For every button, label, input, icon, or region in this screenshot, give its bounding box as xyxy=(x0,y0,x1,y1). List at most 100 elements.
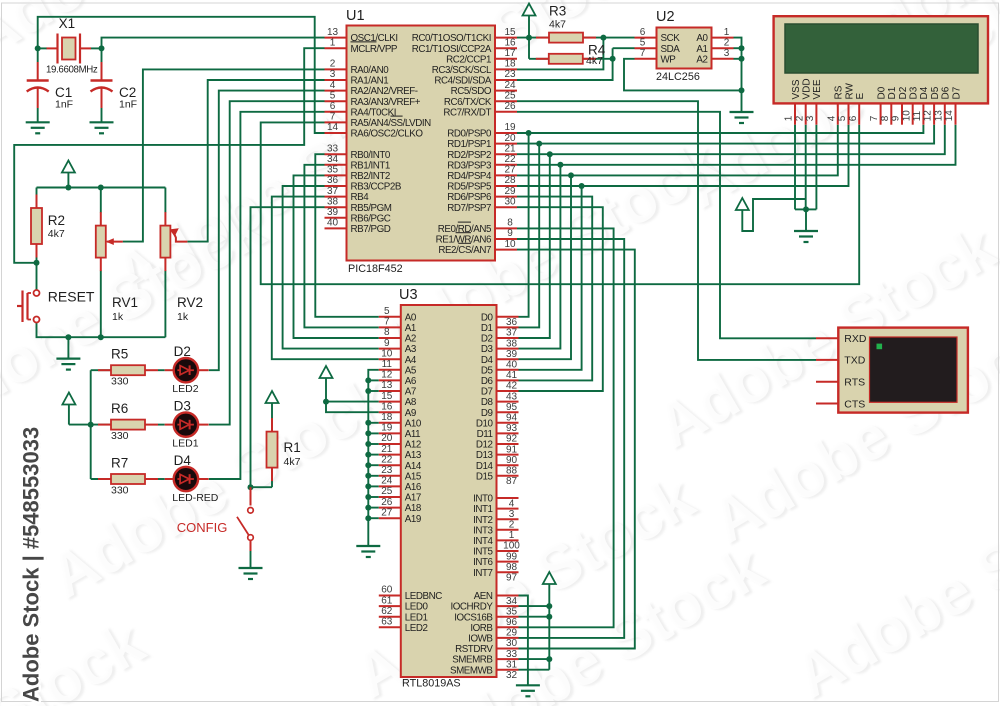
svg-text:A0: A0 xyxy=(696,33,708,44)
svg-text:10: 10 xyxy=(901,110,912,122)
svg-text:INT0: INT0 xyxy=(473,494,493,505)
svg-text:CONFIG: CONFIG xyxy=(177,520,228,535)
svg-text:WP: WP xyxy=(661,54,677,65)
svg-text:A6: A6 xyxy=(405,376,417,387)
svg-text:A12: A12 xyxy=(405,440,421,451)
svg-text:RA4/T0CKI: RA4/T0CKI xyxy=(351,107,397,118)
svg-text:A1: A1 xyxy=(405,323,416,334)
svg-text:6: 6 xyxy=(640,27,646,38)
svg-text:CTS: CTS xyxy=(844,398,865,410)
svg-text:A4: A4 xyxy=(405,355,417,366)
svg-text:RS: RS xyxy=(834,85,845,99)
svg-text:RE2/CS/AN7: RE2/CS/AN7 xyxy=(438,245,491,256)
svg-text:19.6608MHz: 19.6608MHz xyxy=(46,65,98,76)
svg-text:5: 5 xyxy=(384,306,390,317)
svg-text:91: 91 xyxy=(506,444,518,455)
svg-text:5: 5 xyxy=(837,115,848,121)
svg-text:24: 24 xyxy=(381,476,393,487)
svg-text:1nF: 1nF xyxy=(119,99,137,111)
svg-text:90: 90 xyxy=(506,455,518,466)
svg-text:TXD: TXD xyxy=(844,355,865,367)
svg-text:RC3/SCK/SCL: RC3/SCK/SCL xyxy=(432,65,492,76)
svg-text:11: 11 xyxy=(912,110,923,121)
svg-text:IOCS16B: IOCS16B xyxy=(454,612,493,623)
svg-text:3: 3 xyxy=(509,509,515,520)
svg-text:A2: A2 xyxy=(405,334,416,345)
svg-text:LED0: LED0 xyxy=(405,602,429,613)
svg-text:A0: A0 xyxy=(405,312,417,323)
svg-text:INT5: INT5 xyxy=(473,547,493,558)
svg-text:RV2: RV2 xyxy=(177,295,203,310)
svg-text:37: 37 xyxy=(506,328,518,339)
svg-text:LEDBNC: LEDBNC xyxy=(405,591,442,602)
svg-text:RC2/CCP1: RC2/CCP1 xyxy=(446,54,491,65)
svg-text:33: 33 xyxy=(327,143,339,154)
svg-text:36: 36 xyxy=(327,175,339,186)
svg-text:E: E xyxy=(855,93,866,100)
svg-text:330: 330 xyxy=(111,376,129,388)
svg-text:35: 35 xyxy=(327,165,339,176)
svg-text:1k: 1k xyxy=(177,311,189,323)
svg-text:RSTDRV: RSTDRV xyxy=(455,644,493,655)
svg-text:RB0/INT0: RB0/INT0 xyxy=(351,150,391,161)
svg-text:A19: A19 xyxy=(405,514,421,525)
svg-text:29: 29 xyxy=(504,186,516,197)
svg-text:X1: X1 xyxy=(59,16,76,31)
svg-text:15: 15 xyxy=(381,391,393,402)
svg-text:24LC256: 24LC256 xyxy=(656,71,700,83)
svg-text:R6: R6 xyxy=(111,401,128,416)
svg-text:15: 15 xyxy=(504,27,516,38)
svg-text:RD4/PSP4: RD4/PSP4 xyxy=(447,171,492,182)
svg-text:13: 13 xyxy=(933,110,944,122)
svg-text:D2: D2 xyxy=(481,334,493,345)
svg-text:RESET: RESET xyxy=(48,289,95,305)
svg-text:12: 12 xyxy=(381,370,393,381)
svg-text:D6: D6 xyxy=(481,376,494,387)
svg-text:MCLR/VPP: MCLR/VPP xyxy=(351,44,398,55)
svg-text:RC5/SDO: RC5/SDO xyxy=(451,86,492,97)
svg-text:8: 8 xyxy=(507,218,513,229)
svg-text:1: 1 xyxy=(724,27,730,38)
svg-text:D4: D4 xyxy=(174,453,192,468)
svg-text:RB6/PGC: RB6/PGC xyxy=(351,213,391,224)
svg-text:2: 2 xyxy=(509,520,515,531)
svg-text:23: 23 xyxy=(381,465,393,476)
svg-text:27: 27 xyxy=(504,165,516,176)
svg-text:VEE: VEE xyxy=(812,79,823,99)
svg-text:SMEMWB: SMEMWB xyxy=(450,665,493,676)
svg-text:7: 7 xyxy=(869,115,880,121)
svg-text:11: 11 xyxy=(382,359,393,370)
svg-text:RA6/OSC2/CLKO: RA6/OSC2/CLKO xyxy=(351,129,424,140)
svg-text:34: 34 xyxy=(327,154,339,165)
svg-text:2: 2 xyxy=(794,115,805,121)
svg-text:RC7/RX/DT: RC7/RX/DT xyxy=(443,107,491,118)
svg-text:RE1/WR/AN6: RE1/WR/AN6 xyxy=(436,235,492,246)
svg-text:VDD: VDD xyxy=(802,78,813,99)
svg-text:RA1/AN1: RA1/AN1 xyxy=(351,76,389,87)
svg-text:22: 22 xyxy=(381,454,393,465)
svg-text:A10: A10 xyxy=(405,418,422,429)
svg-text:INT7: INT7 xyxy=(473,568,492,579)
svg-text:4k7: 4k7 xyxy=(549,19,566,31)
svg-text:U2: U2 xyxy=(656,9,675,25)
svg-text:100: 100 xyxy=(503,541,520,552)
svg-text:2: 2 xyxy=(724,37,730,48)
svg-text:7: 7 xyxy=(384,317,390,328)
svg-text:20: 20 xyxy=(504,133,516,144)
svg-text:61: 61 xyxy=(381,595,393,606)
svg-text:35: 35 xyxy=(506,606,518,617)
svg-text:LED1: LED1 xyxy=(172,437,198,449)
svg-text:D7: D7 xyxy=(951,86,962,99)
svg-text:7: 7 xyxy=(640,48,646,59)
svg-text:RB3/CCP2B: RB3/CCP2B xyxy=(351,182,402,193)
svg-text:INT4: INT4 xyxy=(473,536,493,547)
svg-text:30: 30 xyxy=(506,638,518,649)
svg-text:9: 9 xyxy=(507,228,513,239)
svg-text:RD7/PSP7: RD7/PSP7 xyxy=(447,203,491,214)
svg-text:A2: A2 xyxy=(696,54,707,65)
svg-text:96: 96 xyxy=(506,617,518,628)
svg-text:330: 330 xyxy=(111,430,129,442)
svg-text:RD6/PSP6: RD6/PSP6 xyxy=(447,192,492,203)
svg-text:1nF: 1nF xyxy=(55,99,73,111)
svg-text:5: 5 xyxy=(640,37,646,48)
